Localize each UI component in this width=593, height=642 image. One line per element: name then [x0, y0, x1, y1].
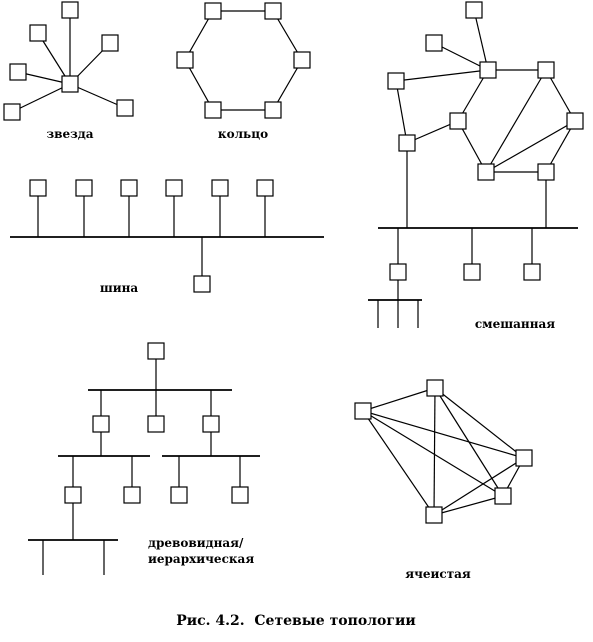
bus-node: [165, 179, 183, 197]
ring-node: [293, 51, 311, 69]
tree-root-node: [147, 342, 165, 360]
mixed-node: [477, 163, 495, 181]
mesh-label: ячеистая: [405, 567, 471, 581]
star-node: [116, 99, 134, 117]
star-topology: [3, 1, 134, 121]
ring-node: [204, 2, 222, 20]
mesh-node: [425, 506, 443, 524]
tree-label-line1: древовидная/: [148, 536, 244, 550]
mesh-topology: [354, 379, 533, 524]
mixed-node: [387, 72, 405, 90]
ring-node: [264, 2, 282, 20]
mixed-node: [537, 61, 555, 79]
star-node: [101, 34, 119, 52]
ring-node: [204, 101, 222, 119]
mixed-node: [465, 1, 483, 19]
bus-node: [256, 179, 274, 197]
tree-node: [202, 415, 220, 433]
tree-node: [231, 486, 249, 504]
mixed-node: [389, 263, 407, 281]
mixed-node: [463, 263, 481, 281]
bus-node: [120, 179, 138, 197]
tree-topology: [28, 342, 260, 575]
star-node: [9, 63, 27, 81]
star-node: [3, 103, 21, 121]
mixed-topology: [368, 1, 584, 328]
star-node: [61, 1, 79, 19]
ring-node: [176, 51, 194, 69]
mixed-node: [537, 163, 555, 181]
mesh-node: [515, 449, 533, 467]
mixed-node: [449, 112, 467, 130]
bus-topology: [10, 179, 324, 293]
tree-node: [123, 486, 141, 504]
bus-label: шина: [100, 281, 139, 295]
mixed-label: смешанная: [475, 317, 555, 331]
mixed-node: [398, 134, 416, 152]
tree-node: [64, 486, 82, 504]
tree-label-line2: иерархическая: [148, 552, 254, 566]
mesh-node: [354, 402, 372, 420]
star-label: звезда: [46, 127, 93, 141]
star-hub-node: [61, 75, 79, 93]
ring-node: [264, 101, 282, 119]
mixed-node: [425, 34, 443, 52]
tree-node: [147, 415, 165, 433]
mixed-node: [479, 61, 497, 79]
bus-node: [211, 179, 229, 197]
ring-label: кольцо: [218, 127, 268, 141]
bus-node: [29, 179, 47, 197]
ring-topology: [176, 2, 311, 119]
tree-node: [170, 486, 188, 504]
bus-node: [193, 275, 211, 293]
mesh-node: [426, 379, 444, 397]
mesh-node: [494, 487, 512, 505]
mixed-node: [523, 263, 541, 281]
figure-caption: Рис. 4.2. Сетевые топологии: [176, 613, 416, 629]
tree-node: [92, 415, 110, 433]
mixed-node: [566, 112, 584, 130]
star-node: [29, 24, 47, 42]
bus-node: [75, 179, 93, 197]
